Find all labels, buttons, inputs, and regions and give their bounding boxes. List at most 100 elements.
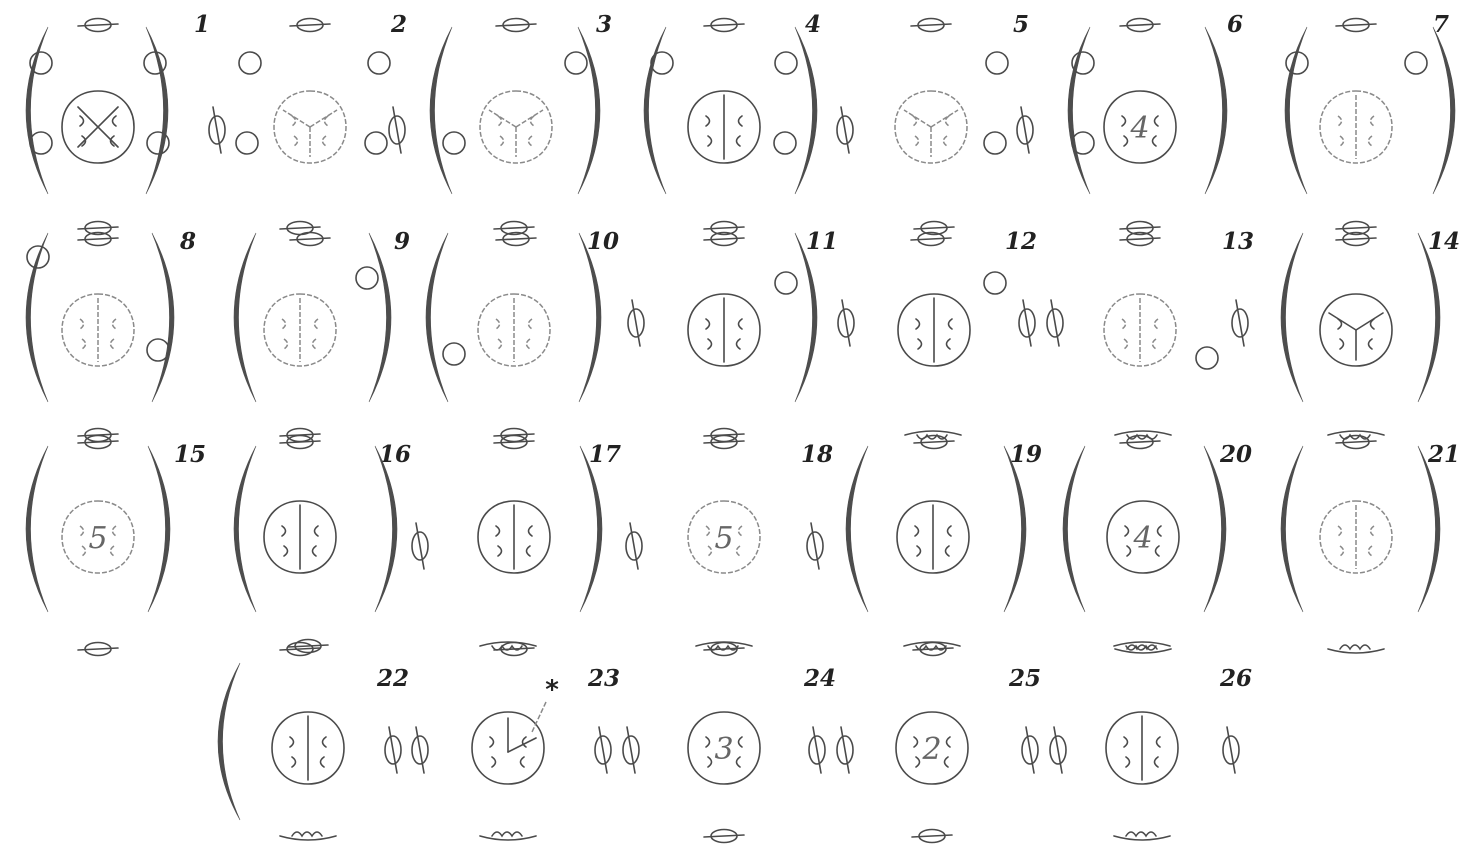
diagram-18: 185 bbox=[688, 429, 833, 656]
septum bbox=[904, 110, 931, 127]
flower-symbol-bottom bbox=[480, 832, 536, 840]
ovule-hook bbox=[1153, 339, 1157, 349]
gland-circle bbox=[984, 132, 1006, 154]
axis-symbol-bottom-line bbox=[1336, 238, 1376, 240]
axis-symbol-top-line bbox=[1336, 227, 1376, 229]
septum bbox=[508, 738, 536, 752]
ovule-hook bbox=[113, 319, 117, 329]
bract-left bbox=[234, 446, 256, 612]
ovule-hook bbox=[292, 757, 296, 767]
ovule-hook bbox=[915, 136, 919, 146]
ovule-hook bbox=[80, 526, 84, 536]
ovule-hook bbox=[1157, 737, 1161, 747]
diagram-1: 1 bbox=[26, 11, 210, 246]
ovule-hook bbox=[708, 339, 712, 349]
fruit-symbol-line bbox=[1026, 727, 1034, 773]
diagram-22: 22 bbox=[218, 640, 428, 841]
gland-circle bbox=[565, 52, 587, 74]
figure-number: 21 bbox=[1427, 441, 1460, 468]
flower-symbol-bottom bbox=[1114, 832, 1170, 840]
diagram-11: 11 bbox=[688, 222, 854, 449]
septum bbox=[489, 110, 516, 127]
figure-number: 13 bbox=[1222, 228, 1254, 255]
gland-circle bbox=[356, 267, 378, 289]
ovule-hook bbox=[1124, 737, 1128, 747]
figure-number: 5 bbox=[1013, 11, 1029, 38]
diagram-16: 16 bbox=[234, 429, 428, 656]
ovule-hook bbox=[737, 339, 741, 349]
ovule-hook bbox=[1369, 339, 1373, 349]
gland-circle bbox=[365, 132, 387, 154]
ovule-hook bbox=[1158, 526, 1162, 536]
ovule-hook bbox=[917, 546, 921, 556]
ovule-hook bbox=[282, 319, 286, 329]
gland-circle bbox=[774, 132, 796, 154]
axis-symbol-bottom-line bbox=[1120, 238, 1160, 240]
center-number: 2 bbox=[921, 732, 941, 767]
bract-left bbox=[218, 663, 240, 820]
gland-circle bbox=[1196, 347, 1218, 369]
ovule-hook bbox=[315, 319, 319, 329]
diagram-7: 7 bbox=[1285, 11, 1455, 246]
ovule-hook bbox=[282, 526, 286, 536]
diagram-6: 64 bbox=[1068, 11, 1243, 246]
center-number: 3 bbox=[714, 732, 733, 767]
diagram-13: 13 bbox=[1104, 222, 1254, 449]
figure-number: 22 bbox=[376, 665, 409, 692]
figure-number: 15 bbox=[174, 441, 206, 468]
bract-left bbox=[1281, 233, 1303, 402]
ovule-hook bbox=[290, 737, 294, 747]
axis-symbol-bottom-line bbox=[704, 238, 744, 240]
septum bbox=[931, 110, 958, 127]
diagram-24: 243 bbox=[688, 642, 853, 843]
center-number: 5 bbox=[88, 521, 107, 556]
diagram-14: 14 bbox=[1281, 222, 1460, 449]
ovule-hook bbox=[916, 757, 920, 767]
ovule-hook bbox=[1125, 526, 1129, 536]
diagram-2: 2 bbox=[209, 11, 407, 246]
septum bbox=[283, 110, 310, 127]
ovule-hook bbox=[82, 339, 86, 349]
ovule-hook bbox=[947, 339, 951, 349]
gland-circle bbox=[147, 132, 169, 154]
ovule-hook bbox=[1340, 136, 1344, 146]
axis-symbol-bottom-line bbox=[1336, 441, 1376, 443]
ovule-hook bbox=[1338, 526, 1342, 536]
ovule-hook bbox=[737, 757, 741, 767]
ovule-hook bbox=[915, 526, 919, 536]
bract-right bbox=[579, 233, 601, 402]
diagram-19: 19 bbox=[846, 431, 1042, 656]
ovule-hook bbox=[321, 757, 325, 767]
ovule-hook bbox=[706, 116, 710, 126]
ovule-hook bbox=[1369, 136, 1373, 146]
center-number: 4 bbox=[1132, 521, 1152, 556]
fruit-symbol-line bbox=[811, 523, 819, 569]
ovule-hook bbox=[80, 319, 84, 329]
ovule-hook bbox=[80, 116, 84, 126]
bract-right bbox=[375, 446, 397, 612]
bract-right bbox=[1004, 446, 1026, 612]
fruit-symbol-line bbox=[393, 107, 401, 153]
figure-number: 12 bbox=[1005, 228, 1037, 255]
fruit-symbol-line bbox=[1236, 300, 1244, 346]
diagram-5: 5 bbox=[895, 11, 1033, 246]
ovule-hook bbox=[706, 526, 710, 536]
axis-symbol-top-line bbox=[1120, 227, 1160, 229]
axis-symbol-top-line bbox=[280, 434, 320, 436]
flower-symbol-bottom bbox=[280, 832, 336, 840]
fruit-symbol-line bbox=[632, 300, 640, 346]
figure-number: 17 bbox=[589, 441, 621, 468]
ovule-hook bbox=[1155, 319, 1159, 329]
axis-symbol-top-line bbox=[290, 24, 330, 26]
diagram-23: 23* bbox=[472, 642, 639, 840]
ovule-hook bbox=[490, 737, 494, 747]
asterisk-marker: * bbox=[545, 675, 559, 705]
ovule-hook bbox=[708, 136, 712, 146]
ovule-hook bbox=[1124, 136, 1128, 146]
fruit-symbol-line bbox=[599, 727, 607, 773]
figure-number: 1 bbox=[194, 11, 210, 38]
gland-circle bbox=[775, 52, 797, 74]
ovule-hook bbox=[949, 319, 953, 329]
axis-symbol-top-line bbox=[914, 227, 954, 229]
ovule-hook bbox=[737, 136, 741, 146]
